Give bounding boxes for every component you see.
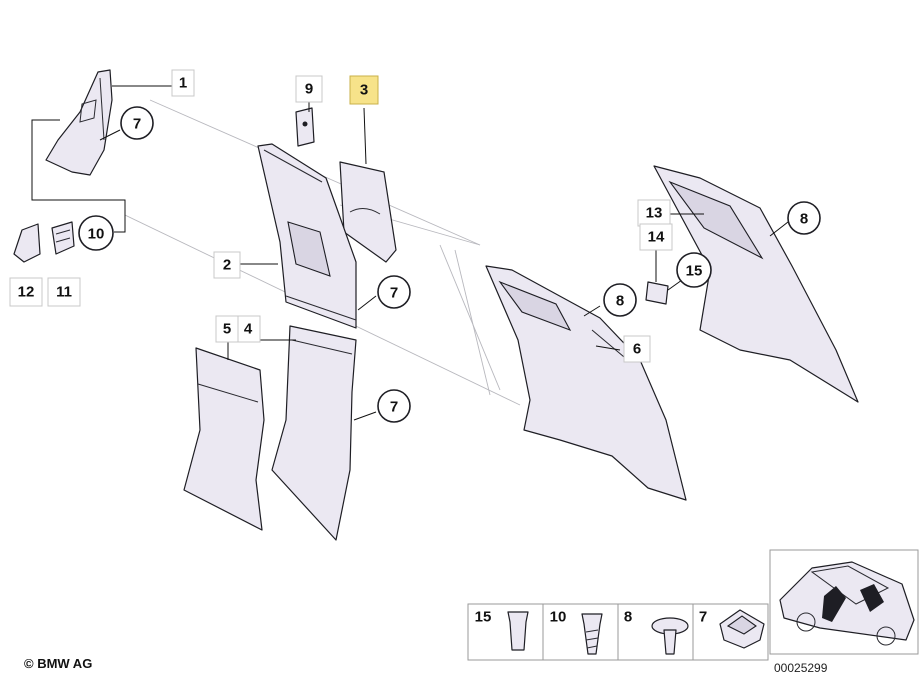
callout-14: 14: [639, 223, 673, 251]
svg-text:15: 15: [686, 263, 703, 280]
legend-item-7: 7: [699, 609, 765, 649]
part-cover-cap: [13, 223, 41, 263]
callout-8-right: 8: [787, 201, 821, 235]
callout-1: 1: [171, 69, 195, 97]
drawing-number: 00025299: [774, 661, 828, 675]
callout-7-middle: 7: [377, 275, 411, 309]
part-b-pillar-lower-trim-left: [183, 347, 265, 531]
svg-text:7: 7: [699, 609, 707, 626]
callout-4: 4: [235, 315, 261, 343]
legend-item-15: 15: [475, 609, 529, 651]
copyright-text: © BMW AG: [24, 656, 92, 671]
part-c-pillar-trim: [485, 265, 687, 501]
callout-3: 3: [349, 75, 379, 105]
fastener-legend: 15 10 8 7: [467, 603, 769, 661]
callout-7-top: 7: [120, 106, 154, 140]
svg-text:15: 15: [475, 609, 492, 626]
callout-13: 13: [637, 199, 671, 227]
svg-text:8: 8: [616, 293, 624, 310]
part-cover-panel: [339, 161, 397, 263]
svg-text:14: 14: [648, 229, 665, 246]
callout-12: 12: [9, 277, 43, 307]
callout-8-middle: 8: [603, 283, 637, 317]
svg-text:9: 9: [305, 81, 313, 98]
part-b-pillar-lower-trim: [271, 325, 357, 541]
leader-lines: [99, 85, 789, 421]
svg-text:6: 6: [633, 341, 641, 358]
callout-5: 5: [215, 315, 239, 343]
svg-text:10: 10: [88, 226, 105, 243]
callout-15: 15: [676, 252, 712, 288]
svg-text:8: 8: [800, 211, 808, 228]
vehicle-location-thumbnail: [769, 549, 919, 655]
callout-10: 10: [78, 215, 114, 251]
svg-text:10: 10: [550, 609, 567, 626]
svg-text:7: 7: [390, 285, 398, 302]
svg-text:12: 12: [18, 284, 35, 301]
part-bracket: [295, 107, 315, 147]
part-b-pillar-upper-trim: [257, 143, 357, 329]
callout-11: 11: [47, 277, 81, 307]
group-bracket: [31, 119, 126, 233]
part-rear-side-trim: [653, 165, 859, 403]
svg-text:7: 7: [133, 116, 141, 133]
legend-item-10: 10: [550, 609, 603, 655]
svg-text:2: 2: [223, 257, 231, 274]
svg-text:11: 11: [56, 284, 72, 301]
part-a-pillar-trim: [45, 69, 113, 176]
callout-6: 6: [623, 335, 651, 363]
svg-text:7: 7: [390, 399, 398, 416]
svg-text:8: 8: [624, 609, 632, 626]
svg-text:4: 4: [244, 321, 253, 338]
callout-2: 2: [213, 251, 241, 279]
svg-text:13: 13: [646, 205, 663, 222]
svg-text:5: 5: [223, 321, 231, 338]
callout-9: 9: [295, 75, 323, 103]
svg-text:1: 1: [179, 75, 187, 92]
part-clip: [51, 221, 75, 255]
legend-item-8: 8: [624, 609, 689, 655]
svg-text:3: 3: [360, 82, 368, 99]
part-small-cover: [645, 281, 669, 305]
callout-7-bottom: 7: [377, 389, 411, 423]
